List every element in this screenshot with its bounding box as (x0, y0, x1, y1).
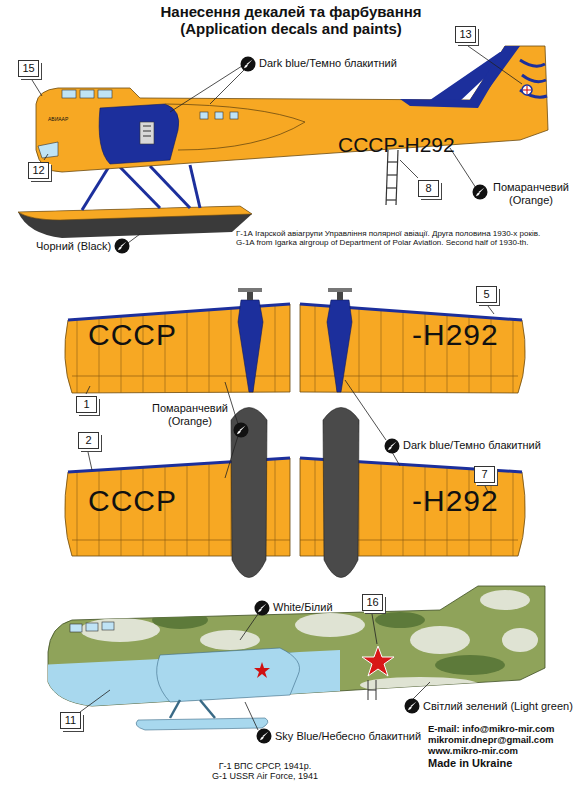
paint-label: Sky Blue/Небесно блакитний (275, 730, 421, 743)
paint-label: Світлий зелений (Light green) (423, 700, 573, 713)
decal-text: АВИААР (48, 117, 68, 123)
caption-line: mikromir.dnepr@gmail.com (428, 735, 580, 746)
caption-line: Г-1 ВПС СРСР, 1941р. (150, 761, 380, 771)
callout-number: 15 (18, 60, 39, 77)
callout-number: 13 (455, 26, 476, 43)
callout-number: 1 (76, 396, 97, 413)
wing-decal: -Н292 (412, 318, 499, 353)
sheet-title: Нанесення декалей та фарбування (Applica… (141, 3, 441, 38)
caption-line: G-1A from Igarka airgroup of Department … (236, 238, 578, 247)
wing-decal: СССР (88, 484, 177, 519)
paint-label: Чорний (Black) (36, 240, 111, 253)
wing-decal: СССР (88, 318, 177, 353)
registration-decal: СССР-Н292 (338, 133, 455, 157)
paint-label: Dark blue/Темно блакитний (259, 57, 397, 70)
paint-label: Помаранчевий (Orange) (150, 402, 230, 427)
callout-number: 7 (474, 466, 495, 483)
aircraft-caption: Г-1 ВПС СРСР, 1941р.G-1 USSR Air Force, … (150, 761, 380, 782)
caption-line: E-mail: info@mikro-mir.com (428, 724, 580, 735)
wing-decal: -Н292 (412, 484, 499, 519)
callout-number: 8 (418, 180, 439, 197)
caption-line: Г-1А Ігарской авіагрупи Управління поляр… (236, 229, 578, 238)
paint-label: Dark blue/Темно блакитний (403, 439, 541, 452)
caption-line: www.mikro-mir.com (428, 746, 580, 757)
callout-number: 5 (476, 286, 497, 303)
contact-info: E-mail: info@mikro-mir.commikromir.dnepr… (428, 724, 580, 769)
callout-number: 12 (28, 162, 49, 179)
paint-label: White/Білий (273, 601, 333, 614)
caption-line: G-1 USSR Air Force, 1941 (150, 771, 380, 781)
callout-number: 16 (362, 594, 383, 611)
callout-number: 11 (60, 712, 81, 729)
paint-label: Помаранчевий (Orange) (490, 181, 572, 206)
aircraft-caption: Г-1А Ігарской авіагрупи Управління поляр… (236, 229, 578, 247)
callout-number: 2 (78, 432, 99, 449)
caption-line: Made in Ukraine (428, 757, 580, 770)
